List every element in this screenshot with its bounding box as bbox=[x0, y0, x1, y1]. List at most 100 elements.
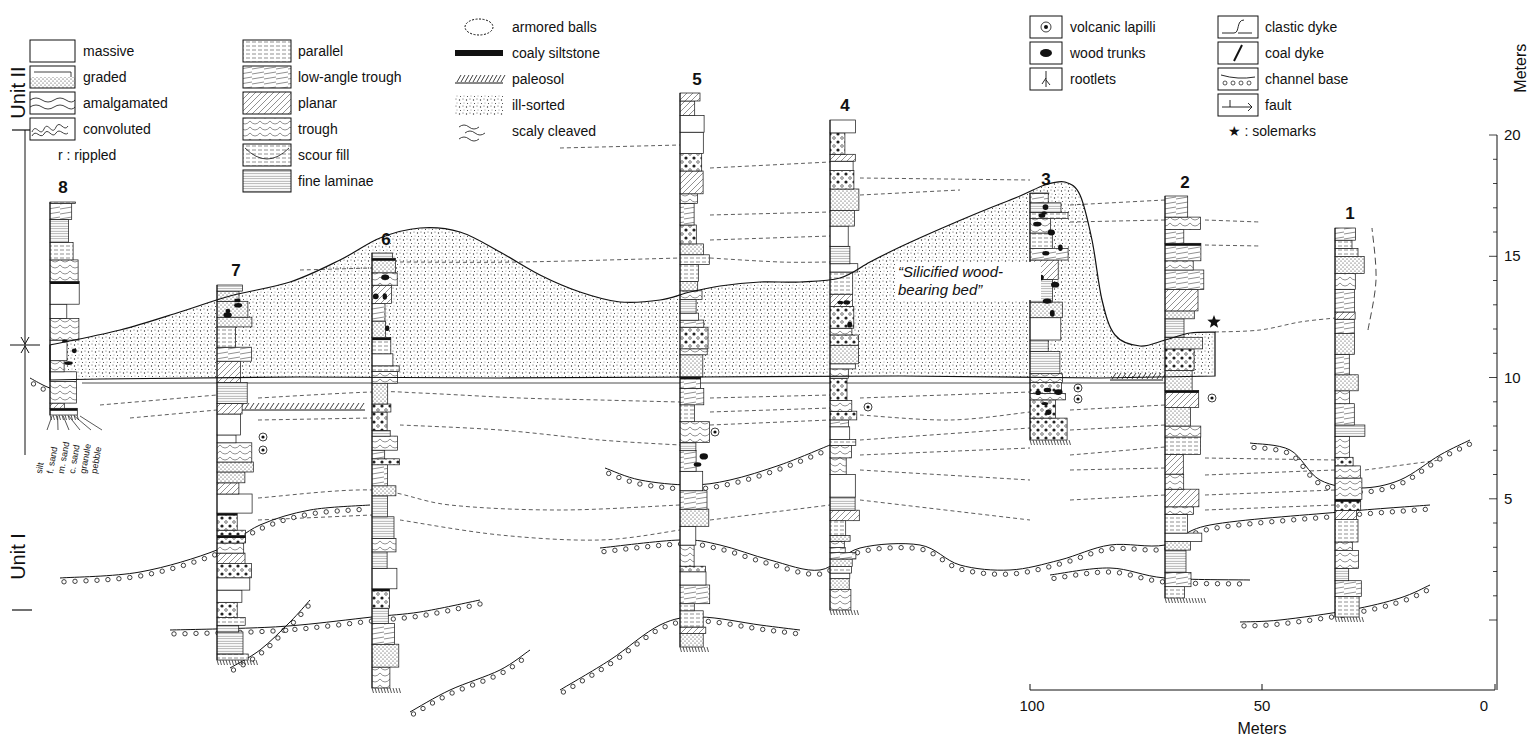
bed-layer bbox=[1165, 196, 1188, 217]
bed-layer bbox=[680, 627, 706, 634]
channel-pebble bbox=[910, 546, 914, 550]
bed-layer bbox=[217, 553, 245, 564]
bed-layer-fill bbox=[372, 321, 386, 338]
column-number: 5 bbox=[692, 70, 701, 90]
legend-swatch bbox=[243, 170, 291, 192]
lapilli bbox=[1074, 384, 1082, 392]
correlation-line bbox=[1368, 228, 1376, 330]
channel-pebble bbox=[335, 509, 339, 513]
scale-tick bbox=[1489, 135, 1497, 136]
bed-layer bbox=[217, 472, 245, 483]
channel-pebble bbox=[1270, 520, 1274, 524]
bed-layer bbox=[1165, 507, 1194, 515]
bed-layer-fill bbox=[1335, 478, 1362, 499]
bed-layer-fill bbox=[1165, 426, 1201, 437]
bed-layer bbox=[217, 462, 253, 472]
channel-pebble bbox=[1193, 581, 1197, 585]
bed-layer-fill bbox=[680, 194, 698, 204]
legend-swatch bbox=[1239, 81, 1243, 85]
bed-layer bbox=[217, 327, 236, 347]
bed-layer-fill bbox=[372, 366, 399, 372]
legend-swatch bbox=[497, 75, 501, 82]
channel-pebble bbox=[284, 628, 288, 632]
column-base bbox=[387, 688, 389, 693]
column-edge bbox=[1030, 193, 1031, 440]
bed-layer bbox=[830, 189, 859, 211]
channel-pebble bbox=[764, 561, 768, 565]
bed-name: “Silicified wood-bearing bed” bbox=[895, 262, 1041, 300]
bed-layer-fill bbox=[680, 282, 698, 291]
bed-layer-fill bbox=[1165, 454, 1183, 474]
channel-pebble bbox=[940, 558, 944, 562]
bed-layer bbox=[1165, 572, 1191, 586]
channel-pebble bbox=[1318, 617, 1322, 621]
bed-layer bbox=[1030, 233, 1052, 249]
channel-pebble bbox=[281, 518, 285, 522]
channel-pebble bbox=[304, 626, 308, 630]
legend-label: armored balls bbox=[512, 19, 597, 35]
bed-layer-fill bbox=[1165, 261, 1193, 270]
paleosol bbox=[260, 403, 264, 409]
channel-pebble bbox=[1275, 622, 1279, 626]
bed-layer-fill bbox=[830, 411, 857, 420]
bed-layer bbox=[680, 313, 699, 320]
channel-pebble bbox=[1215, 526, 1219, 530]
paleosol bbox=[1110, 380, 1163, 381]
bed-layer-fill bbox=[1165, 514, 1188, 533]
column-base bbox=[1192, 598, 1194, 603]
lapilli bbox=[259, 446, 267, 454]
bed-layer bbox=[1165, 454, 1183, 474]
bed-layer-fill bbox=[1030, 418, 1067, 440]
channel-pebble bbox=[117, 577, 121, 581]
bed-layer bbox=[830, 579, 849, 590]
channel-pebble bbox=[788, 463, 792, 467]
column-base bbox=[857, 610, 859, 615]
bed-layer-fill bbox=[830, 497, 855, 510]
bed-layer bbox=[217, 513, 237, 530]
scale-tick bbox=[1493, 571, 1497, 572]
bed-layer bbox=[1165, 390, 1199, 407]
bed-layer-fill bbox=[830, 189, 859, 211]
bed-layer bbox=[680, 194, 698, 204]
bed-layer-fill bbox=[1165, 371, 1192, 391]
channel-pebble bbox=[324, 510, 328, 514]
column-base bbox=[372, 688, 374, 693]
channel-pebble bbox=[714, 485, 718, 489]
correlation-line bbox=[258, 392, 680, 402]
correlation-line bbox=[1205, 220, 1260, 222]
wood-trunk bbox=[1044, 388, 1052, 392]
channel-pebble bbox=[1369, 489, 1373, 493]
channel-pebble bbox=[667, 542, 671, 546]
bed-layer bbox=[1030, 418, 1067, 440]
channel-pebble bbox=[1424, 589, 1428, 593]
bed-layer bbox=[680, 320, 704, 327]
bed-layer-fill bbox=[217, 543, 244, 553]
channel-pebble bbox=[402, 616, 406, 620]
scale-tick bbox=[1493, 207, 1497, 208]
channel-pebble bbox=[358, 620, 362, 624]
bed-layer-fill bbox=[1335, 375, 1358, 391]
bed-layer bbox=[830, 272, 853, 294]
channel-pebble bbox=[646, 544, 650, 548]
bed-layer bbox=[372, 304, 385, 322]
legend-label: wood trunks bbox=[1070, 45, 1145, 61]
scale-value: 15 bbox=[1504, 247, 1521, 264]
bed-layer bbox=[680, 509, 709, 526]
legend-swatch bbox=[245, 148, 289, 159]
vertical-scale bbox=[1497, 135, 1498, 690]
correlation-line bbox=[258, 490, 680, 510]
channel-pebble bbox=[1003, 572, 1007, 576]
bed-layer-fill bbox=[217, 472, 245, 483]
channel-pebble bbox=[1301, 464, 1305, 468]
legend-label: coaly siltstone bbox=[512, 45, 600, 61]
bed-layer-fill bbox=[680, 320, 704, 327]
scale-tick bbox=[1489, 256, 1497, 257]
bed-layer-fill bbox=[830, 335, 859, 345]
channel-pebble bbox=[753, 558, 757, 562]
bed-layer-fill bbox=[680, 545, 694, 566]
bed-layer-fill bbox=[50, 361, 64, 372]
channel-pebble bbox=[1089, 552, 1093, 556]
legend-swatch bbox=[461, 75, 465, 82]
bed-layer-fill bbox=[680, 171, 703, 194]
channel-pebble bbox=[313, 511, 317, 515]
